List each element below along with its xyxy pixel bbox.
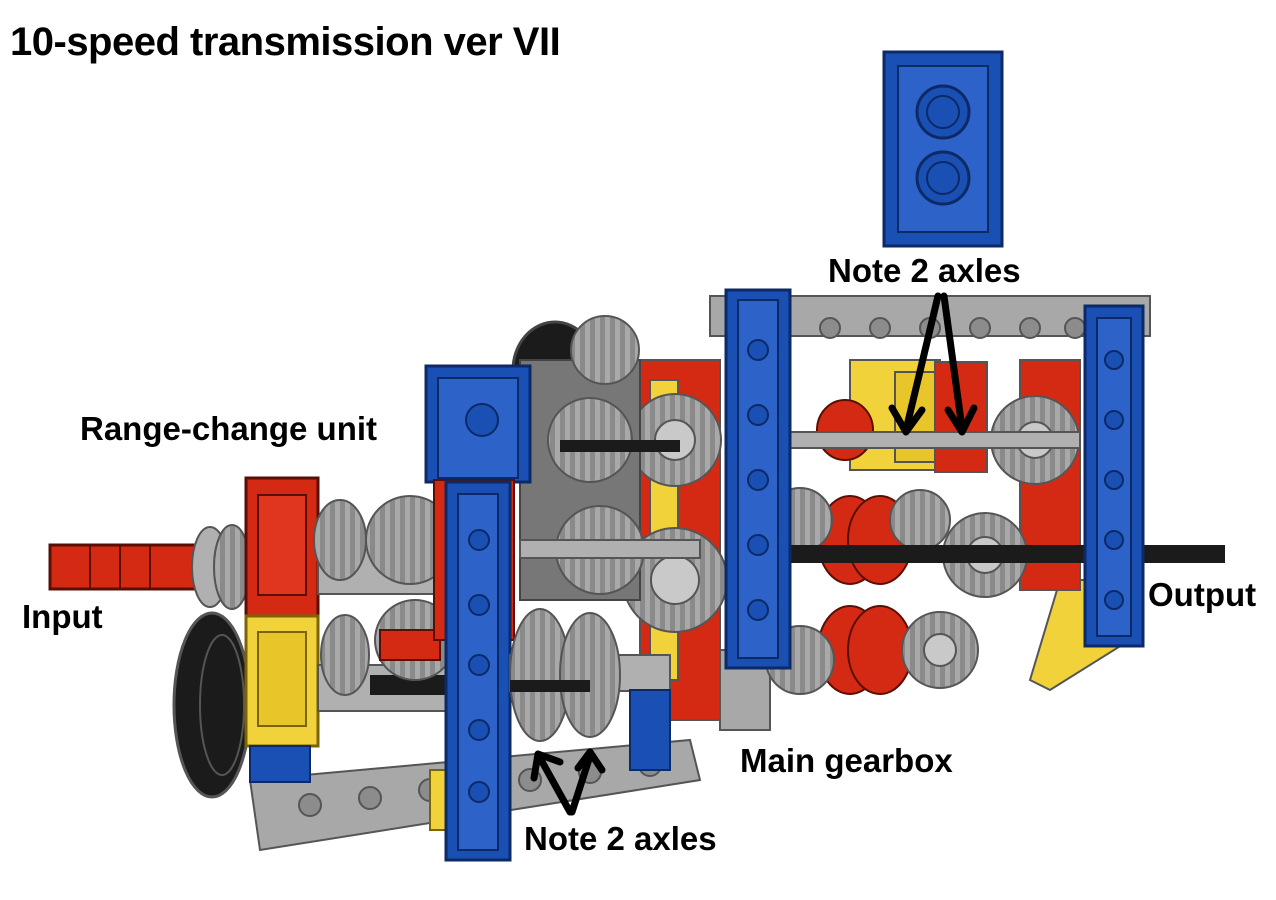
arrow-note-bottom bbox=[530, 748, 606, 816]
top-blue-plate bbox=[882, 50, 1004, 248]
arrow-note-top bbox=[888, 292, 978, 436]
note-axles-top-label: Note 2 axles bbox=[828, 252, 1021, 289]
page-title: 10-speed transmission ver VII bbox=[10, 20, 561, 64]
input-label: Input bbox=[22, 598, 103, 635]
main-gearbox-label: Main gearbox bbox=[740, 742, 953, 779]
output-label: Output bbox=[1148, 576, 1257, 613]
main-gearbox-frame bbox=[622, 288, 1225, 731]
range-change-unit bbox=[48, 364, 671, 862]
range-change-unit-label: Range-change unit bbox=[80, 410, 378, 447]
intermediate-gear-stack bbox=[511, 315, 701, 601]
note-axles-bottom-label: Note 2 axles bbox=[524, 820, 717, 857]
